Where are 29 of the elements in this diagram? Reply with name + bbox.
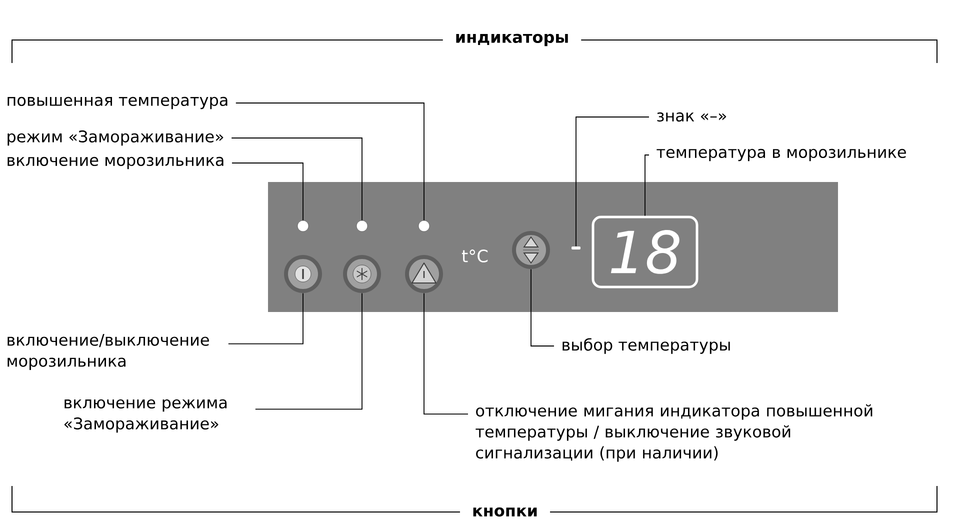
callout-text: отключение мигания индикатора повышенной температуры / выключение звуковой сигнализации (при наличии) [476,404,872,462]
bracket-label: кнопки [460,505,550,519]
bracket-label: индикаторы [442,32,582,48]
leader-line [235,102,424,221]
round-button [405,255,443,293]
leader-line [576,116,650,247]
leader-line [644,154,650,216]
indicator-light [356,220,368,232]
digital-display: 18 [592,216,698,288]
indicator-light [418,220,430,232]
round-button [343,255,381,293]
callout-text: выбор температуры [562,338,730,354]
leader-line [530,268,554,346]
leader-line [424,292,468,414]
callout-text: знак «–» [657,112,726,122]
callout-text: режим «Замораживание» [8,130,224,146]
callout-text: повышенная температура [8,96,228,110]
minus-indicator [572,246,580,250]
callout-text: включение режима «Замораживание» [64,399,227,433]
leader-line [228,292,304,344]
leader-line [254,292,362,410]
callout-text: температура в морозильнике [656,148,906,162]
round-button [284,255,322,293]
indicator-light [297,220,309,232]
callout-text: включение морозильника [8,156,224,170]
leader-line [232,162,304,221]
leader-line [231,138,362,221]
round-button [512,231,550,269]
callout-text: включение/выключение морозильника [8,334,209,370]
